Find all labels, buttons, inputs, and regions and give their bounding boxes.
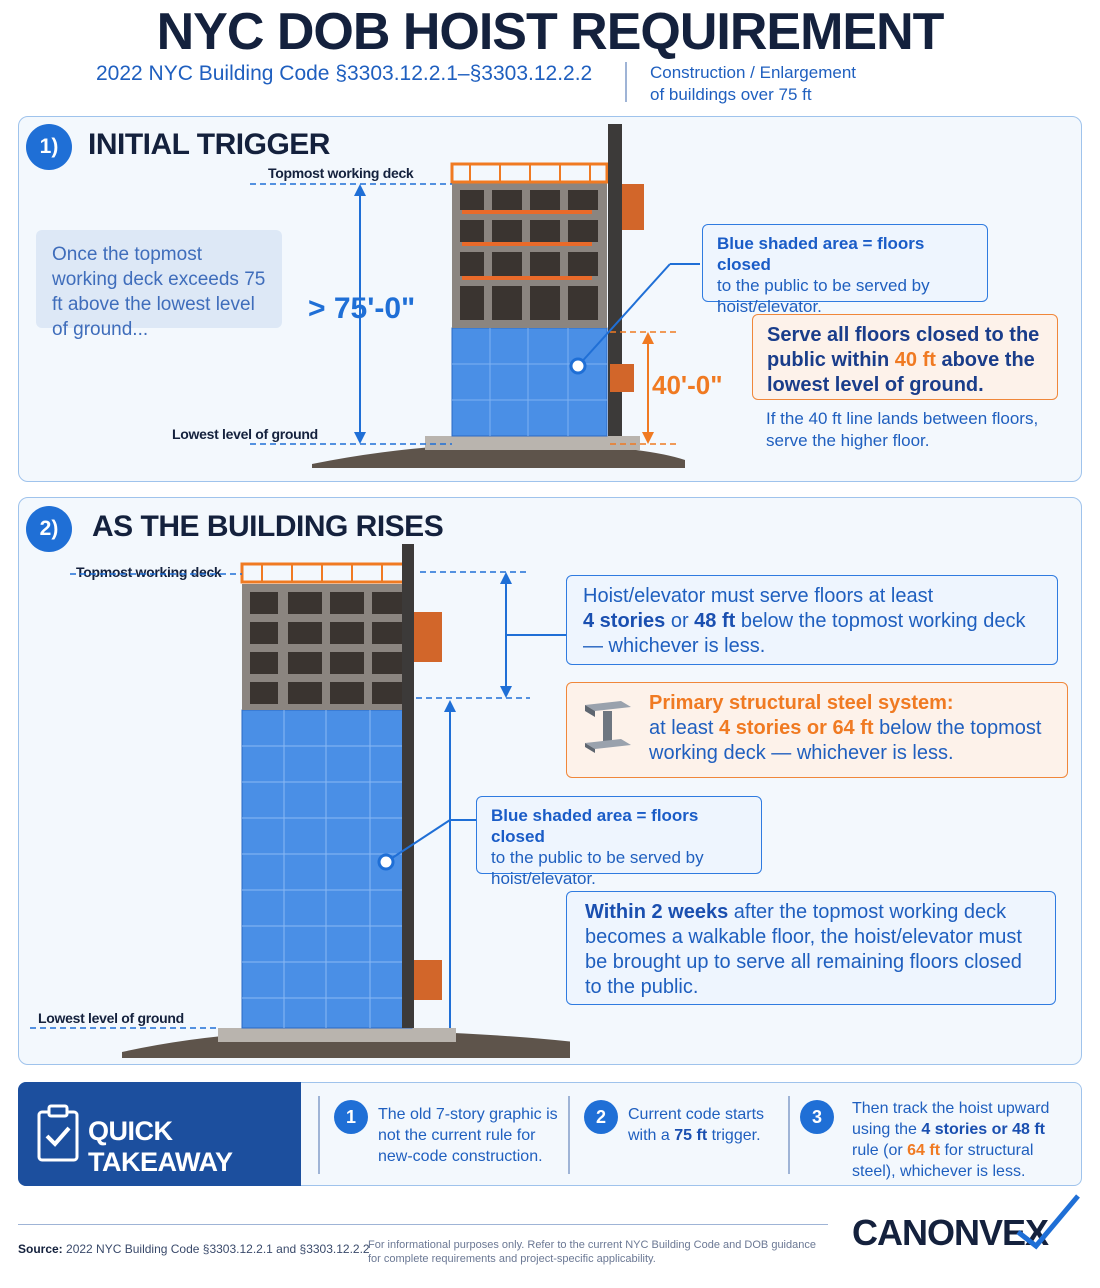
takeaway-divider-1 xyxy=(318,1096,320,1174)
height-dimension-75: > 75'-0" xyxy=(308,292,416,325)
hoist-car-2-upper xyxy=(414,612,442,662)
takeaway-item-1: The old 7-story graphic is not the curre… xyxy=(378,1106,558,1165)
takeaway-divider-2 xyxy=(568,1096,570,1174)
height-dimension-40: 40'-0" xyxy=(652,370,723,400)
hoist-tower xyxy=(608,124,622,436)
source-citation: Source: 2022 NYC Building Code §3303.12.… xyxy=(18,1242,370,1256)
takeaway-divider-3 xyxy=(788,1096,790,1174)
takeaway-item-3: Then track the hoist upward using the 4 … xyxy=(852,1100,1050,1180)
hoist-car-upper xyxy=(622,184,644,230)
building-base-2 xyxy=(218,1028,456,1042)
legend-body-2: to the public to be served by hoist/elev… xyxy=(491,848,704,888)
page-title: NYC DOB HOIST REQUIREMENT xyxy=(156,3,945,61)
building-diagram-initial xyxy=(250,124,700,468)
steel-rule-title: Primary structural steel system: xyxy=(649,692,954,714)
legend-title: Blue shaded area = floors closed xyxy=(717,234,925,274)
takeaway-number-2: 2 xyxy=(584,1100,618,1134)
between-floors-note: If the 40 ft line lands between floors, … xyxy=(766,409,1039,450)
legend-body: to the public to be served by hoist/elev… xyxy=(717,276,930,316)
legend-title-2: Blue shaded area = floors closed xyxy=(491,806,699,846)
disclaimer: For informational purposes only. Refer t… xyxy=(368,1239,816,1265)
clipboard-check-icon xyxy=(37,1104,79,1162)
takeaway-item-2: Current code starts with a 75 ft trigger… xyxy=(628,1106,765,1144)
shaded-area-legend-2: Blue shaded area = floors closed to the … xyxy=(476,796,762,888)
shaded-floors xyxy=(451,327,608,437)
takeaway-number-1: 1 xyxy=(334,1100,368,1134)
takeaway-number-3: 3 xyxy=(800,1100,834,1134)
header-divider xyxy=(625,62,627,102)
hoist-service-rule: Hoist/elevator must serve floors at leas… xyxy=(566,575,1058,665)
section-1-title: INITIAL TRIGGER xyxy=(88,128,330,161)
section-2-number: 2) xyxy=(26,506,72,552)
trigger-callout: Once the topmost working deck exceeds 75… xyxy=(36,230,282,340)
lowest-ground-label: Lowest level of ground xyxy=(172,426,318,442)
takeaway-title: QUICK TAKEAWAY xyxy=(88,1116,233,1177)
scope-line-2: of buildings over 75 ft xyxy=(650,85,812,104)
building-diagram-rising xyxy=(30,544,570,1058)
topmost-deck-label: Topmost working deck xyxy=(268,165,414,181)
structural-steel-rule: Primary structural steel system: at leas… xyxy=(566,682,1068,778)
section-2-title: AS THE BUILDING RISES xyxy=(92,510,444,543)
building-base xyxy=(425,436,640,450)
hoist-tower-2 xyxy=(402,544,414,1028)
takeaway-header: QUICK TAKEAWAY xyxy=(18,1082,301,1186)
shaded-area-legend-1: Blue shaded area = floors closed to the … xyxy=(702,224,988,316)
code-reference: 2022 NYC Building Code §3303.12.2.1–§330… xyxy=(96,62,593,85)
serve-floors-rule: Serve all floors closed to the public wi… xyxy=(752,314,1058,400)
hoist-car-lower xyxy=(610,364,634,392)
checkmark-logo-icon xyxy=(1016,1194,1080,1250)
steel-beam-icon xyxy=(585,701,631,753)
brand-logo: CANONVEX xyxy=(852,1212,1049,1253)
hoist-car-2-lower xyxy=(414,960,442,1000)
lowest-ground-label-2: Lowest level of ground xyxy=(38,1010,184,1026)
scope-text: Construction / Enlargement of buildings … xyxy=(650,62,890,106)
top-railing-2 xyxy=(240,562,414,584)
scope-line-1: Construction / Enlargement xyxy=(650,63,856,82)
topmost-deck-label-2: Topmost working deck xyxy=(76,564,222,580)
two-week-rule: Within 2 weeks after the topmost working… xyxy=(566,891,1056,1005)
footer-divider xyxy=(18,1224,828,1225)
section-1-number: 1) xyxy=(26,124,72,170)
